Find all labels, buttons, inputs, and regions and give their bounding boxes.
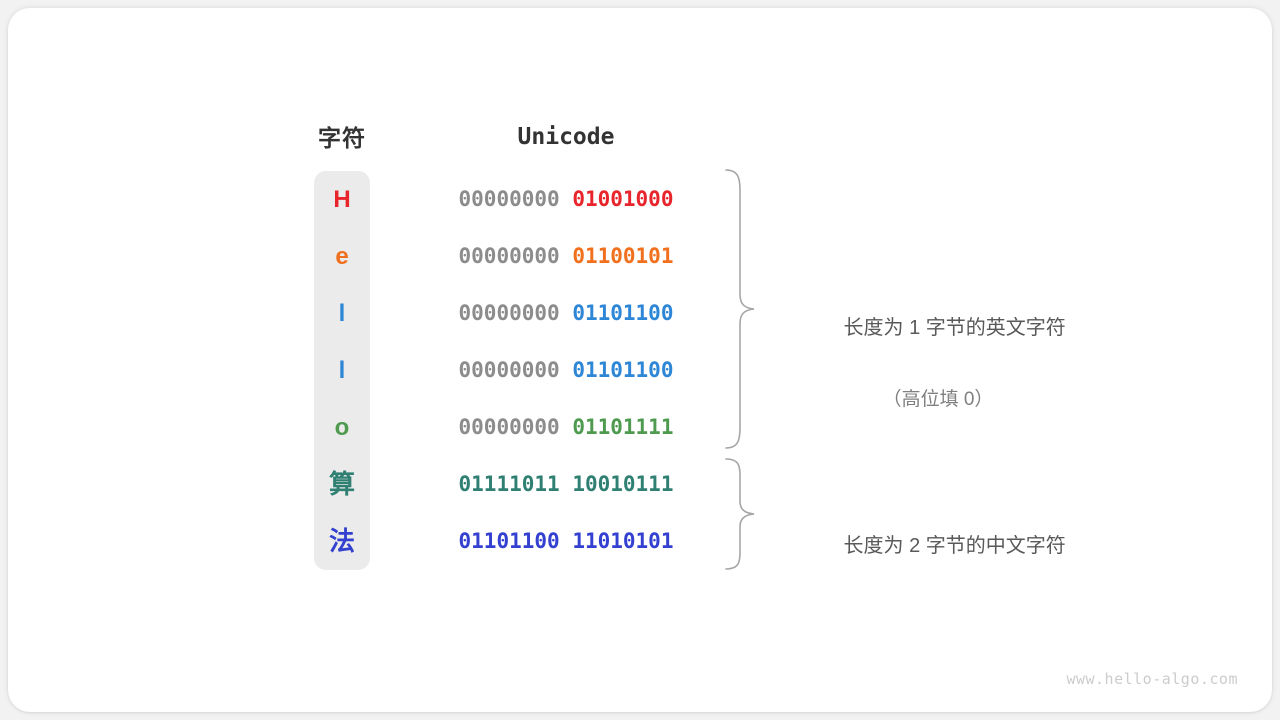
row-unicode-bits: 01111011 10010111 <box>440 456 692 513</box>
row-unicode-low-byte: 01101100 <box>572 301 674 325</box>
unicode-row: 算 01111011 10010111 <box>314 456 692 513</box>
unicode-row: l 00000000 01101100 <box>314 342 692 399</box>
row-unicode-high-byte: 00000000 <box>458 187 560 211</box>
column-header-unicode: Unicode <box>517 124 615 150</box>
row-unicode-low-byte: 11010101 <box>572 529 674 553</box>
row-unicode-low-byte: 10010111 <box>572 472 674 496</box>
annotation-double-byte-main: 长度为 2 字节的中文字符 <box>843 535 1066 557</box>
row-character: 法 <box>328 526 355 556</box>
annotation-single-byte-sub: （高位填 0） <box>882 389 994 410</box>
row-character: e <box>335 243 349 270</box>
row-unicode-bits: 00000000 01101111 <box>440 399 692 456</box>
row-unicode-low-byte: 01100101 <box>572 244 674 268</box>
figure-card: 字符 Unicode H 00000000 01001000 e 00000000 0… <box>8 8 1272 712</box>
row-unicode-low-byte: 01101111 <box>572 415 674 439</box>
brace-single-byte <box>725 169 755 449</box>
brace-double-byte <box>725 458 755 570</box>
row-character: H <box>333 186 351 213</box>
column-header-character: 字符 <box>318 125 366 151</box>
unicode-row: l 00000000 01101100 <box>314 285 692 342</box>
row-unicode-bits: 00000000 01101100 <box>440 342 692 399</box>
row-character: 算 <box>328 469 355 499</box>
row-unicode-high-byte: 00000000 <box>458 415 560 439</box>
row-unicode-high-byte: 00000000 <box>458 301 560 325</box>
annotation-single-byte-main: 长度为 1 字节的英文字符 <box>843 317 1066 339</box>
row-unicode-bits: 00000000 01001000 <box>440 171 692 228</box>
row-character: l <box>338 357 346 384</box>
row-unicode-high-byte: 00000000 <box>458 358 560 382</box>
row-unicode-bits: 00000000 01100101 <box>440 228 692 285</box>
unicode-row: o 00000000 01101111 <box>314 399 692 456</box>
row-unicode-bits: 00000000 01101100 <box>440 285 692 342</box>
row-unicode-bits: 01101100 11010101 <box>440 513 692 570</box>
row-unicode-high-byte: 00000000 <box>458 244 560 268</box>
unicode-row: 法 01101100 11010101 <box>314 513 692 570</box>
annotation-double-byte: 长度为 2 字节的中文字符 <box>768 492 1108 600</box>
row-character: l <box>338 300 346 327</box>
row-unicode-high-byte: 01111011 <box>458 472 560 496</box>
row-character: o <box>334 414 350 441</box>
unicode-row: e 00000000 01100101 <box>314 228 692 285</box>
unicode-row: H 00000000 01001000 <box>314 171 692 228</box>
character-column-background <box>314 171 370 570</box>
annotation-single-byte: 长度为 1 字节的英文字符 （高位填 0） <box>768 274 1108 490</box>
watermark: www.hello-algo.com <box>1066 670 1238 688</box>
row-unicode-low-byte: 01101100 <box>572 358 674 382</box>
row-unicode-high-byte: 01101100 <box>458 529 560 553</box>
row-unicode-low-byte: 01001000 <box>572 187 674 211</box>
